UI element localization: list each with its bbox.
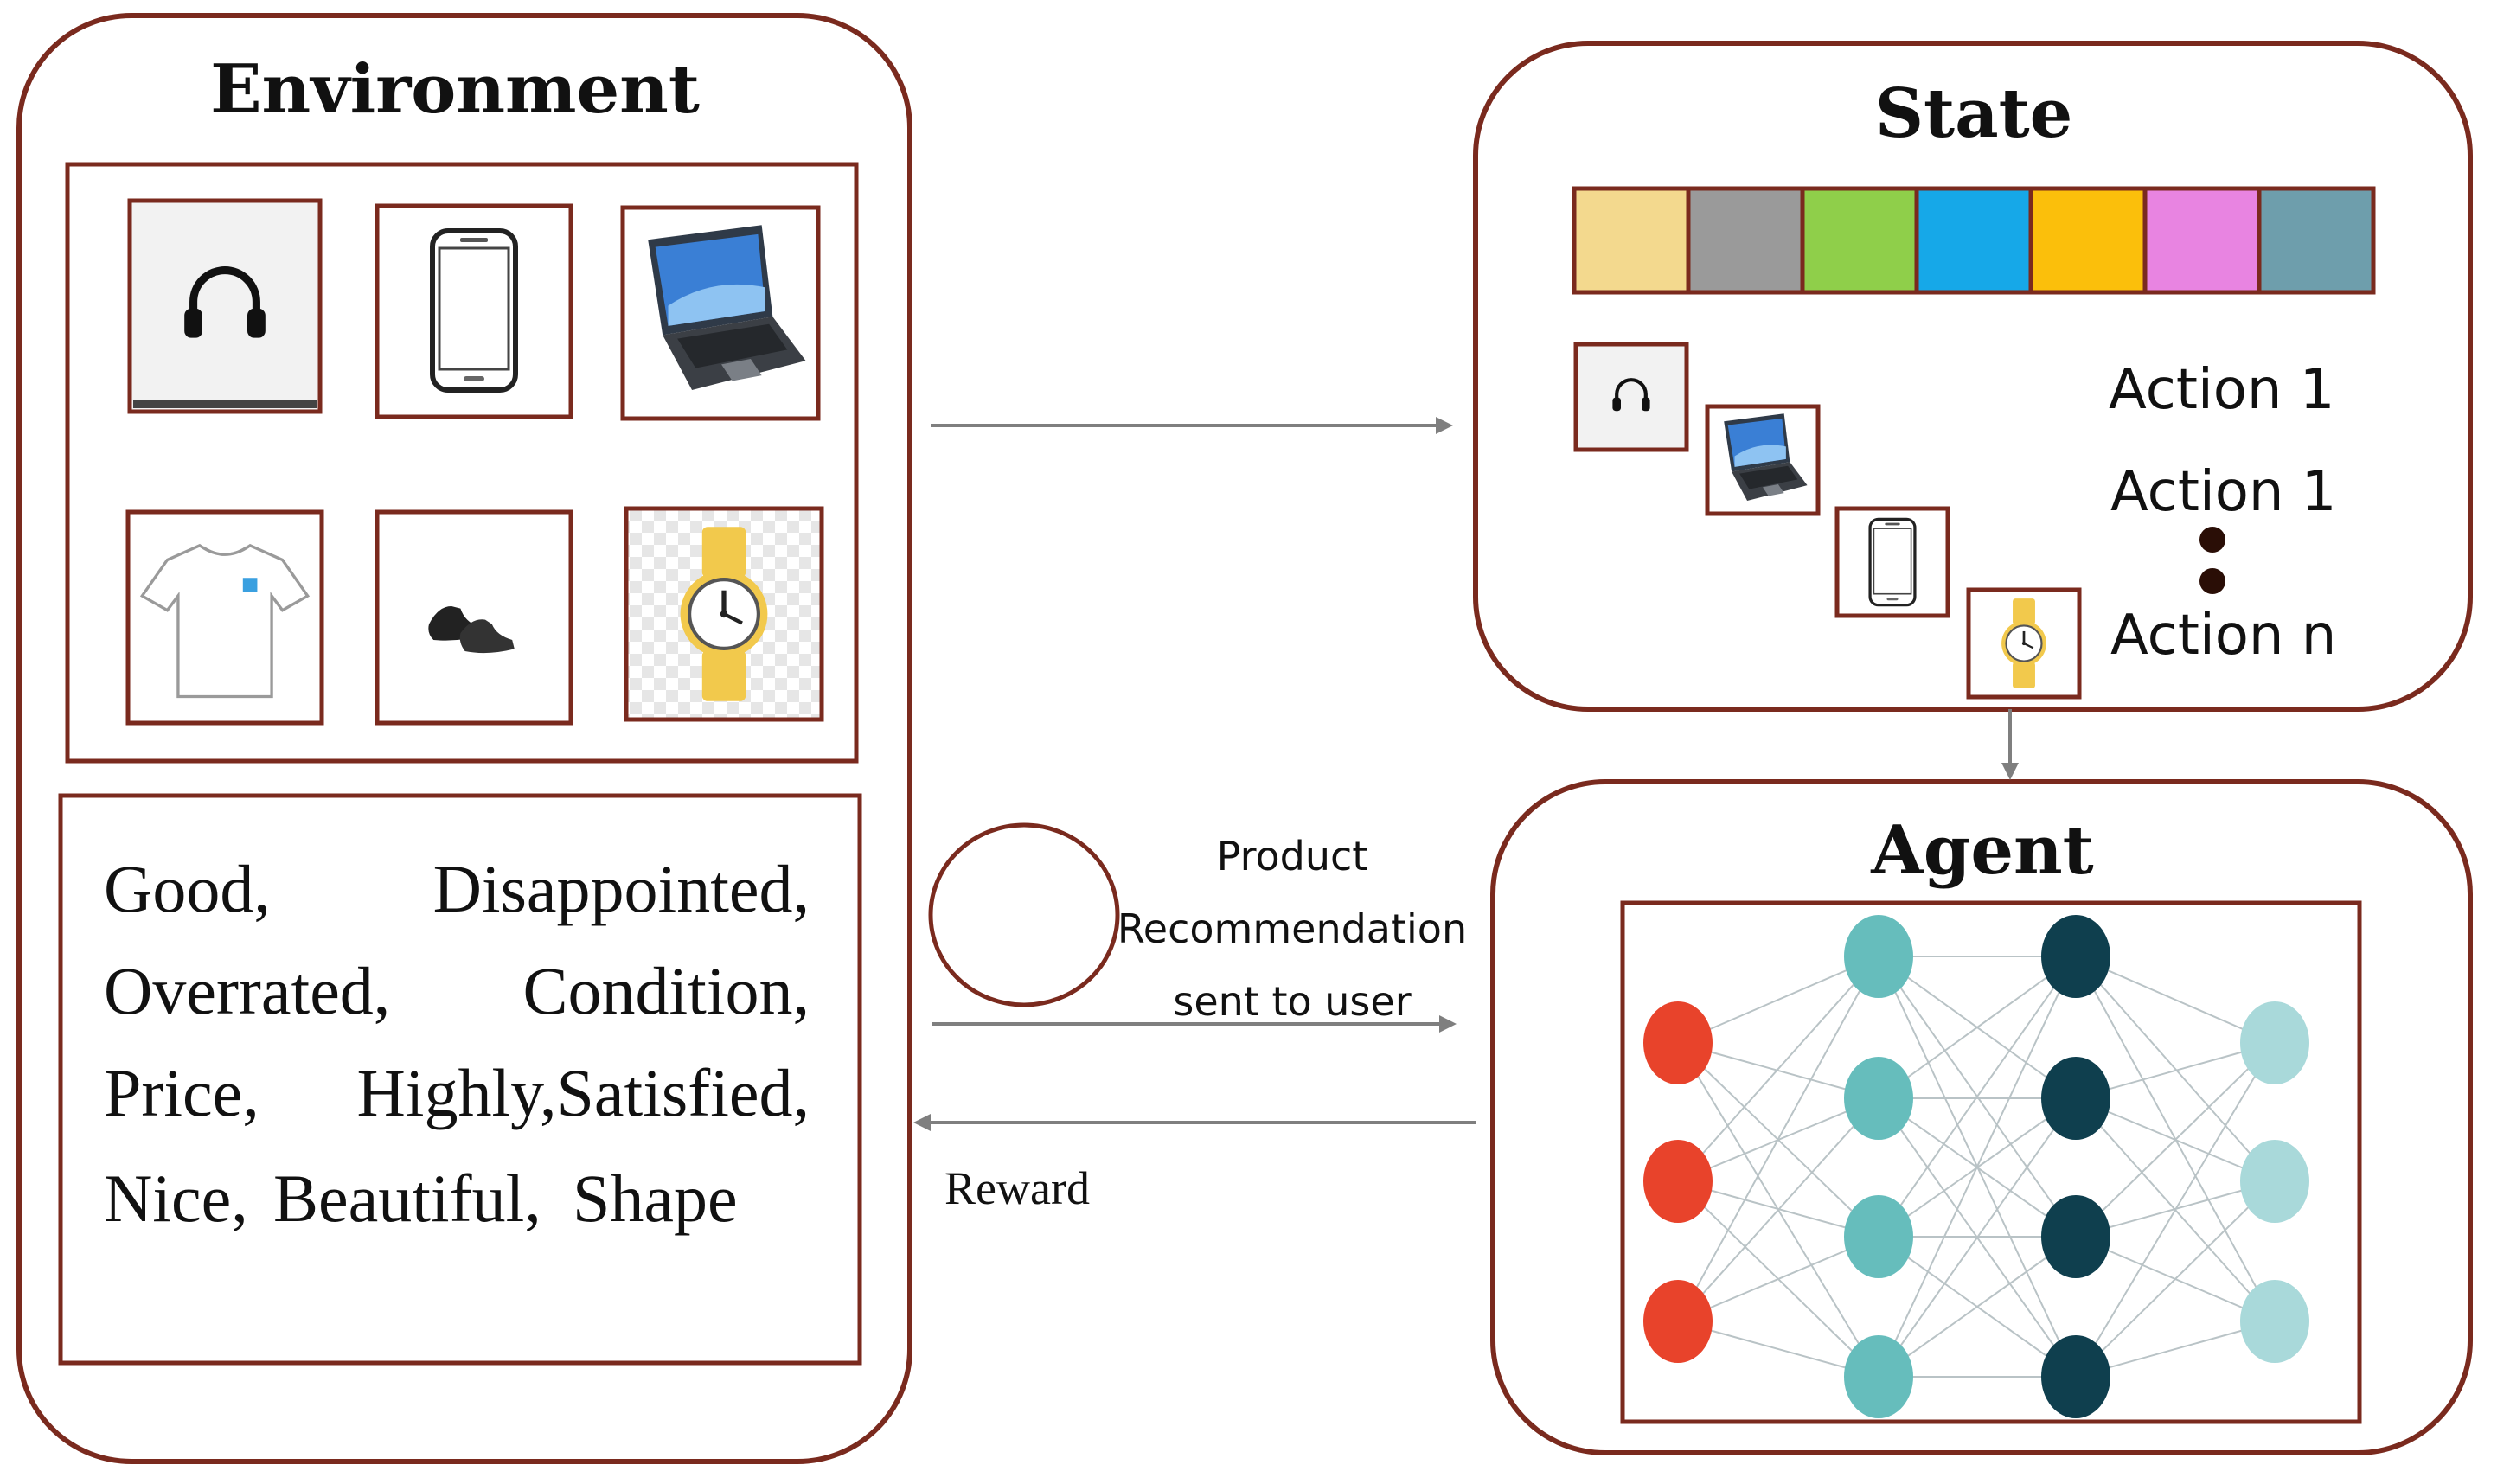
action-item-watch[interactable] bbox=[1966, 587, 2082, 700]
ellipsis-dot bbox=[2199, 568, 2225, 594]
network-node bbox=[1844, 1195, 1913, 1278]
environment-border bbox=[16, 13, 912, 1464]
network-node bbox=[2041, 1195, 2110, 1278]
network-node bbox=[1844, 1335, 1913, 1418]
product-headphones[interactable] bbox=[127, 198, 323, 414]
action-label: Action 1 bbox=[2109, 358, 2335, 422]
state-cell bbox=[1572, 186, 1691, 295]
action-item-laptop[interactable] bbox=[1705, 404, 1821, 516]
review-keywords: Good, Disappointed, Overrated, Condition… bbox=[104, 851, 810, 1236]
state-cell bbox=[2257, 186, 2376, 295]
neural-network-edges bbox=[1677, 956, 2276, 1378]
product-label: Product bbox=[1217, 833, 1368, 880]
agent-border bbox=[1490, 779, 2473, 1455]
network-node bbox=[1643, 1140, 1713, 1223]
state-border bbox=[1473, 41, 2473, 712]
product-smartphone[interactable] bbox=[375, 203, 573, 419]
network-edge bbox=[1878, 956, 2077, 1099]
network-node bbox=[2240, 1001, 2309, 1084]
network-node bbox=[2041, 1335, 2110, 1418]
sent-to-user-text: sent to user bbox=[1173, 978, 1411, 1025]
network-edge bbox=[2075, 1180, 2276, 1378]
network-edge bbox=[2075, 956, 2276, 1182]
agent-panel: Agent bbox=[1490, 779, 2473, 1455]
state-cell bbox=[2142, 186, 2262, 295]
network-node bbox=[1643, 1001, 1713, 1084]
recommendation-text: Recommendation bbox=[1117, 905, 1467, 952]
review-word: Satisfied, bbox=[557, 1055, 810, 1130]
environment-title: Environment bbox=[210, 50, 700, 129]
network-edge bbox=[1677, 1097, 1879, 1322]
network-edge bbox=[1878, 1236, 2077, 1378]
product-shoes[interactable] bbox=[375, 509, 573, 726]
state-vector bbox=[1572, 186, 2376, 295]
network-node bbox=[2240, 1140, 2309, 1223]
reward-label: Reward bbox=[944, 1162, 1090, 1214]
network-node bbox=[1643, 1280, 1713, 1363]
user-avatar bbox=[928, 822, 1120, 1007]
product-tshirt[interactable] bbox=[125, 509, 324, 726]
network-node bbox=[2041, 1057, 2110, 1140]
network-edge bbox=[2075, 1042, 2276, 1238]
neural-network-frame bbox=[1620, 900, 2362, 1424]
product-watch[interactable] bbox=[624, 506, 824, 722]
review-word: Shape bbox=[573, 1161, 738, 1236]
environment-panel: Environment Good, D bbox=[16, 13, 912, 1464]
network-edge bbox=[1878, 1097, 2077, 1378]
network-node bbox=[2240, 1280, 2309, 1363]
review-word: Highly, bbox=[356, 1055, 556, 1130]
smartphone-icon bbox=[1868, 517, 1917, 607]
action-label: Action 1 bbox=[2110, 460, 2337, 524]
network-edge bbox=[1878, 956, 2077, 1378]
network-edge bbox=[1878, 956, 2077, 1238]
state-cell bbox=[2028, 186, 2148, 295]
action-label: Action n bbox=[2110, 604, 2336, 668]
network-edge bbox=[1677, 1236, 1879, 1322]
review-word: Price, bbox=[104, 1055, 259, 1130]
action-item-smartphone[interactable] bbox=[1834, 506, 1950, 618]
product-grid bbox=[65, 162, 859, 764]
review-word: Nice, bbox=[104, 1161, 248, 1236]
action-item-headphones[interactable] bbox=[1573, 342, 1689, 452]
state-cell bbox=[1686, 186, 1805, 295]
review-word: Beautiful, bbox=[273, 1161, 541, 1236]
state-cell bbox=[1914, 186, 2033, 295]
ellipsis-dot bbox=[2199, 527, 2225, 553]
network-node bbox=[1844, 915, 1913, 998]
recommendation-label: Product Recommendation sent to user bbox=[1117, 833, 1467, 1025]
neural-network-nodes bbox=[1643, 915, 2309, 1418]
state-title: State bbox=[1875, 74, 2073, 153]
product-laptop[interactable] bbox=[620, 205, 821, 421]
agent-title: Agent bbox=[1870, 811, 2093, 890]
review-word: Overrated, bbox=[104, 953, 390, 1028]
network-edge bbox=[2075, 956, 2276, 1044]
review-word: Good, bbox=[104, 851, 271, 926]
review-keywords-box bbox=[58, 793, 862, 1366]
action-labels: Action 1 Action 1 Action n bbox=[2109, 358, 2337, 668]
network-edge bbox=[2075, 1042, 2276, 1378]
network-edge bbox=[1677, 956, 1879, 1322]
smartphone-icon bbox=[432, 231, 515, 390]
state-panel: State Action 1 Action 1 Action n bbox=[1473, 41, 2473, 712]
network-edge bbox=[1677, 956, 1879, 1182]
review-word: Disappointed, bbox=[433, 851, 810, 926]
state-cell bbox=[1800, 186, 1919, 295]
review-word: Condition, bbox=[522, 953, 810, 1028]
network-edge bbox=[1677, 956, 1879, 1044]
network-node bbox=[1844, 1057, 1913, 1140]
network-node bbox=[2041, 915, 2110, 998]
